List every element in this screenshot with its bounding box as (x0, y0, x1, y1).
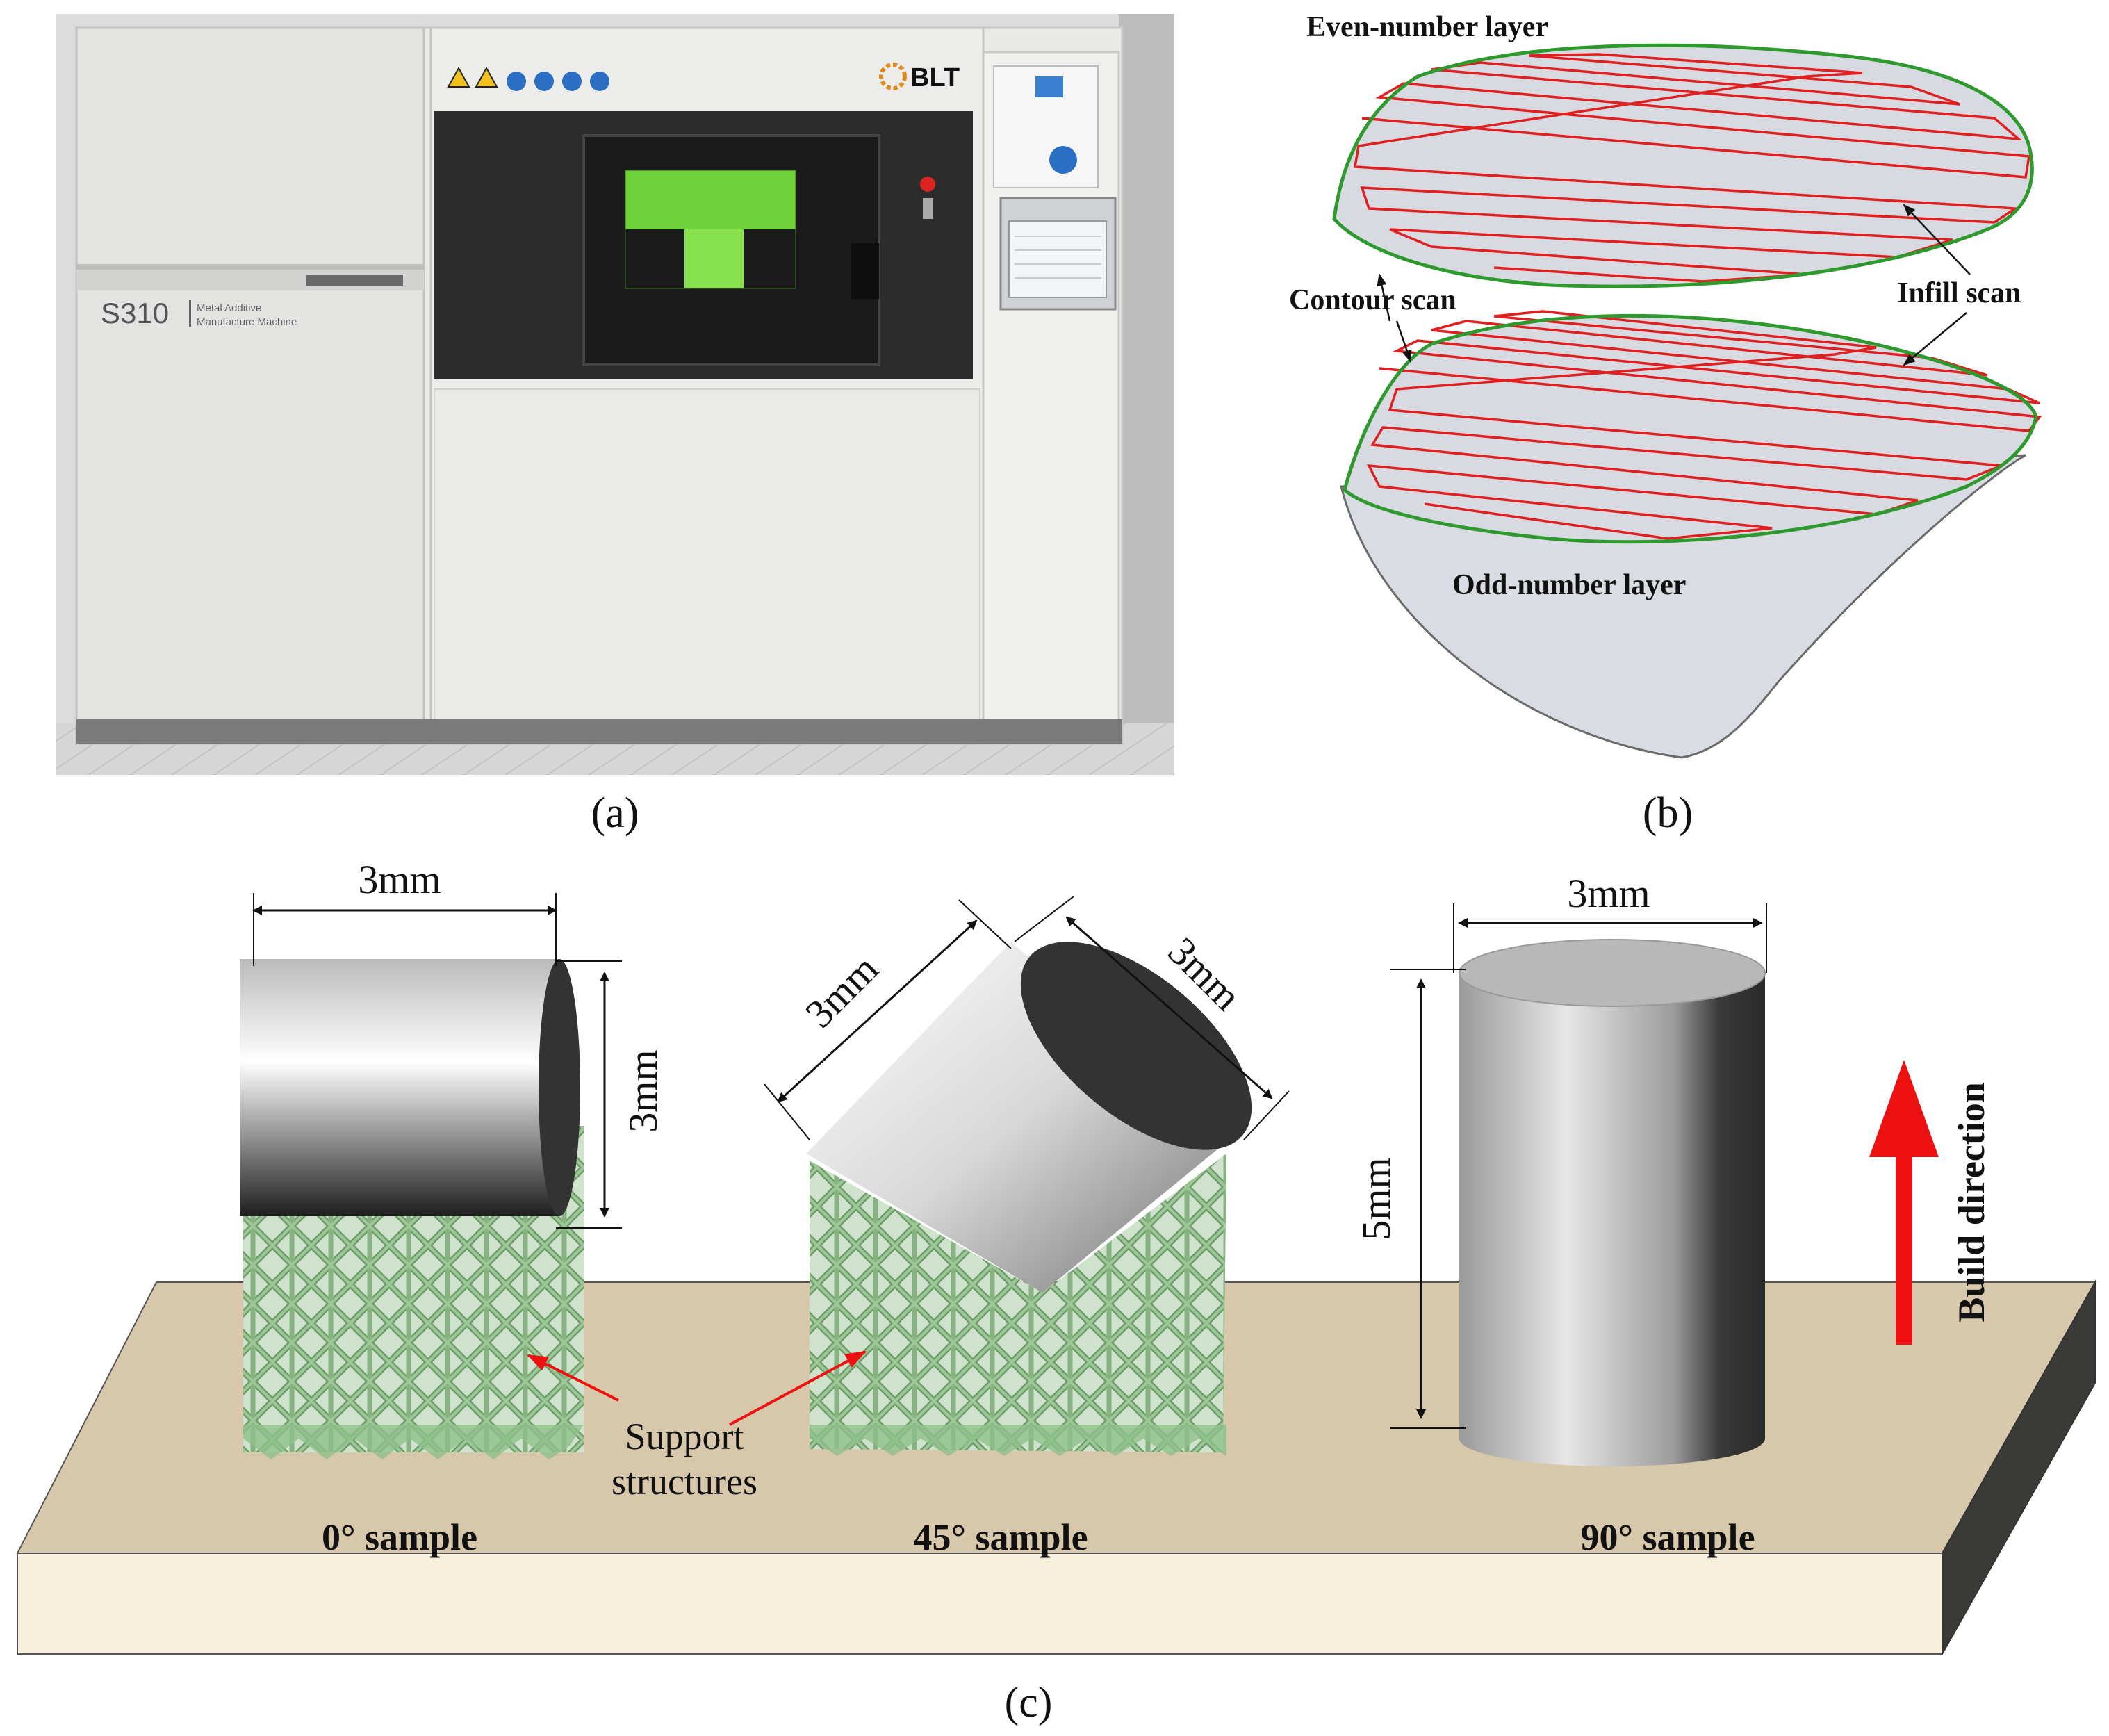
dim-45-a-line (777, 919, 978, 1103)
cylinder-0deg-end (539, 959, 580, 1216)
infill-scan-label: Infill scan (1897, 277, 2021, 309)
cylinder-45deg-body (806, 942, 1233, 1293)
cylinder-0deg-body (240, 959, 559, 1216)
sample-90-label: 90° sample (1580, 1516, 1755, 1558)
panel-b-scan-strategy: Even-number layer Contour scan Infill sc… (1289, 11, 2042, 759)
even-layer-label: Even-number layer (1306, 11, 1548, 43)
dim-90-width-label: 3mm (1567, 871, 1650, 916)
dim-45-a-label: 3mm (796, 946, 887, 1036)
contour-leader-down (1395, 320, 1412, 363)
build-direction-indicator: Build direction (1869, 1060, 1992, 1345)
machine-subtitle-line1: Metal Additive (197, 302, 261, 314)
panel-a-photo: BLT S310 Metal Additive Manufacture Mach… (56, 14, 1174, 775)
platform-side (1942, 1279, 2096, 1657)
odd-infill-path (1367, 310, 2042, 540)
support-label-line2: structures (612, 1461, 757, 1502)
platform-front (17, 1553, 1943, 1655)
dim-0-height-label: 3mm (621, 1049, 666, 1132)
even-infill-path (1353, 53, 2031, 283)
support-leader-45deg (729, 1350, 867, 1426)
support-leader-0deg (527, 1354, 619, 1402)
caption-a: (a) (591, 789, 639, 837)
sample-45-label: 45° sample (913, 1516, 1088, 1558)
sample-45deg: 3mm 3mm 45° sample (764, 896, 1290, 1558)
brand-logo-text: BLT (910, 63, 960, 92)
contour-scan-label: Contour scan (1289, 284, 1456, 316)
sample-0deg: 3mm 3mm 0° sample (240, 857, 666, 1558)
dim-90-height-label: 5mm (1354, 1157, 1399, 1240)
dim-45-b-line (1065, 916, 1273, 1099)
infill-leader-up (1903, 204, 1971, 275)
sample-0-label: 0° sample (322, 1516, 477, 1558)
build-direction-label: Build direction (1951, 1082, 1992, 1323)
cylinder-90deg-top (1459, 939, 1766, 1007)
caption-c: (c) (1005, 1679, 1053, 1726)
contour-leader-up (1377, 273, 1391, 322)
infill-leader-down (1903, 312, 1967, 366)
support-structure-45deg (810, 1154, 1226, 1452)
odd-layer-label: Odd-number layer (1452, 569, 1686, 601)
cylinder-90deg-body (1459, 973, 1765, 1439)
even-contour-path (1332, 43, 2034, 288)
caption-b: (b) (1643, 789, 1693, 837)
odd-contour-path (1343, 313, 2038, 544)
sample-90deg: 3mm 5mm 90° sample (1354, 871, 1767, 1558)
support-label-line1: Support (625, 1416, 744, 1457)
panel-c-samples: 3mm 3mm 0° sample 3mm 3mm 45° sample (16, 857, 2096, 1657)
machine-model: S310 (101, 297, 169, 329)
dim-0-width-label: 3mm (358, 857, 441, 902)
machine-subtitle-line2: Manufacture Machine (197, 316, 297, 328)
